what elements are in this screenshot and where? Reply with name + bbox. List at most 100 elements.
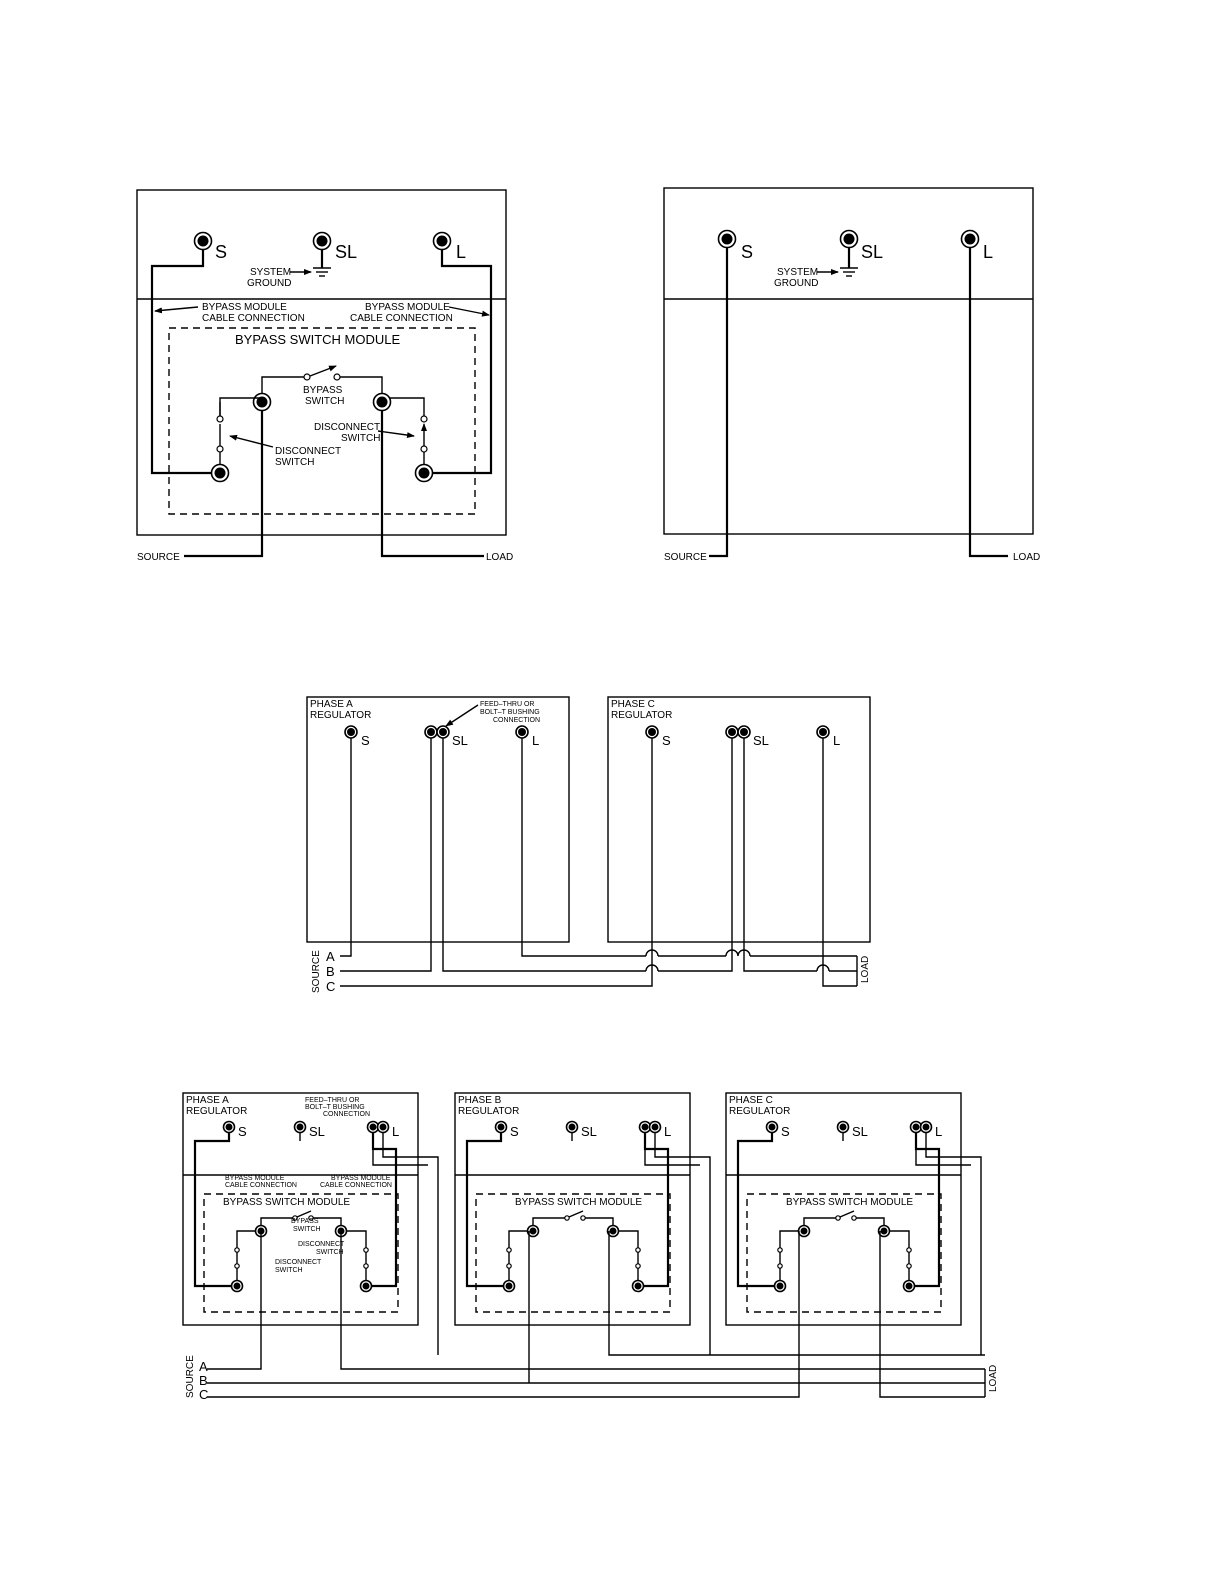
system-ground-label-1: SYSTEM — [250, 267, 291, 278]
diagram-single-phase-bypass: S SL L SYSTEM GROUND BYPASS MODULE CABLE… — [136, 189, 513, 563]
terminal-l-label: L — [456, 242, 466, 262]
phase-b-s-label: S — [510, 1124, 519, 1139]
phase-a-feed-thru-label-1: FEED–THRU OR — [305, 1097, 359, 1104]
phase-b-bypass-source-terminal — [526, 1224, 540, 1238]
phase-b-load-lead — [608, 1231, 985, 1356]
phase-a-label-2: REGULATOR — [186, 1106, 247, 1117]
ground-icon — [313, 267, 331, 277]
phase-c-module-title: BYPASS SWITCH MODULE — [786, 1197, 913, 1208]
disconnect-left-label-1: DISCONNECT — [275, 446, 341, 457]
phase-c-sl-label: SL — [753, 733, 769, 748]
phase-b-regulator-enclosure — [454, 1092, 691, 1326]
terminal-l — [432, 231, 452, 251]
load-label: LOAD — [988, 1365, 999, 1392]
phase-b-bypass-switch-module-outline — [475, 1193, 671, 1313]
phase-c-module-left-terminal — [773, 1279, 787, 1293]
phase-c-s-label: S — [781, 1124, 790, 1139]
terminal-s-label: S — [741, 242, 753, 262]
phase-a-label-1: PHASE A — [310, 699, 353, 710]
phase-a-terminal-l-1 — [366, 1120, 380, 1134]
phase-a-line-label: A — [199, 1359, 208, 1374]
phase-a-l-label: L — [392, 1124, 399, 1139]
terminal-s-label: S — [215, 242, 227, 262]
system-ground-label-1: SYSTEM — [777, 267, 818, 278]
phase-a-label-1: PHASE A — [186, 1095, 229, 1106]
phase-a-terminal-l — [515, 725, 529, 739]
terminal-sl — [839, 229, 859, 249]
phase-c-label-2: REGULATOR — [611, 710, 672, 721]
phase-a-disconnect-left-label-2: SWITCH — [275, 1267, 303, 1274]
phase-a-disconnect-left-label-1: DISCONNECT — [275, 1259, 322, 1266]
phase-b-terminal-s — [494, 1120, 508, 1134]
phase-b-terminal-sl — [565, 1120, 579, 1134]
bypass-switch-module-title: BYPASS SWITCH MODULE — [235, 332, 401, 347]
phase-c-label-2: REGULATOR — [729, 1106, 790, 1117]
terminal-s — [717, 229, 737, 249]
phase-a-bypass-switch-label-1: BYPASS — [291, 1218, 319, 1225]
phase-c-bypass-switch-module-outline — [746, 1193, 942, 1313]
phase-c-sl-label: SL — [852, 1124, 868, 1139]
phase-a-disconnect-right-label-2: SWITCH — [316, 1249, 344, 1256]
phase-b-module-left-terminal — [502, 1279, 516, 1293]
phase-c-terminal-s — [645, 725, 659, 739]
load-bus-c — [879, 1231, 985, 1398]
bypass-load-terminal — [372, 392, 392, 412]
phase-a-sl-label: SL — [452, 733, 468, 748]
phase-c-regulator-enclosure — [607, 696, 871, 943]
phase-a-s-label: S — [238, 1124, 247, 1139]
regulator-enclosure — [136, 189, 507, 536]
bypass-cable-left-label-1: BYPASS MODULE — [202, 302, 287, 313]
phase-b-line-label: B — [326, 964, 335, 979]
phase-c-label-1: PHASE C — [611, 699, 655, 710]
phase-a-line-label: A — [326, 949, 335, 964]
phase-a-bypass-switch-module-outline — [203, 1193, 399, 1313]
phase-b-terminal-l-2 — [648, 1120, 662, 1134]
module-right-terminal — [414, 463, 434, 483]
phase-c-terminal-l-2 — [919, 1120, 933, 1134]
phase-a-terminal-sl — [293, 1120, 307, 1134]
phase-a-module-left-terminal — [230, 1279, 244, 1293]
load-label: LOAD — [1013, 552, 1040, 563]
phase-a-bypass-cable-right-label-1: BYPASS MODULE — [331, 1175, 391, 1182]
phase-c-label-1: PHASE C — [729, 1095, 773, 1106]
bypass-source-terminal — [252, 392, 272, 412]
bypass-switch-module-outline — [168, 327, 476, 515]
load-label: LOAD — [860, 956, 871, 983]
phase-b-l-label: L — [664, 1124, 671, 1139]
source-bus-a — [207, 1231, 262, 1370]
phase-a-bypass-cable-left-label-1: BYPASS MODULE — [225, 1175, 285, 1182]
feed-thru-label-2: BOLT–T BUSHING — [480, 709, 540, 716]
phase-a-module-right-terminal — [359, 1279, 373, 1293]
phase-a-terminal-s — [344, 725, 358, 739]
bypass-cable-left-label-2: CABLE CONNECTION — [202, 313, 305, 324]
ground-icon — [840, 267, 858, 277]
phase-a-regulator-enclosure — [306, 696, 570, 943]
load-label: LOAD — [486, 552, 513, 563]
terminal-s — [193, 231, 213, 251]
phase-a-disconnect-right-label-1: DISCONNECT — [298, 1241, 345, 1248]
regulator-enclosure — [663, 187, 1034, 535]
phase-a-sl-label: SL — [309, 1124, 325, 1139]
source-label: SOURCE — [137, 552, 180, 563]
phase-c-regulator-enclosure — [725, 1092, 962, 1326]
phase-a-bypass-switch-label-2: SWITCH — [293, 1226, 321, 1233]
disconnect-left-label-2: SWITCH — [275, 457, 314, 468]
bypass-switch-label-1: BYPASS — [303, 385, 343, 396]
phase-a-terminal-sl-1 — [424, 725, 438, 739]
diagram-single-phase-direct: S SL L SYSTEM GROUND SOURCE LOAD — [663, 187, 1040, 563]
phase-c-l-label: L — [935, 1124, 942, 1139]
bypass-cable-right-label-2: CABLE CONNECTION — [350, 313, 453, 324]
phase-b-label-1: PHASE B — [458, 1095, 502, 1106]
system-ground-label-2: GROUND — [247, 278, 291, 289]
phase-b-line-label: B — [199, 1373, 208, 1388]
feed-thru-label-1: FEED–THRU OR — [480, 701, 534, 708]
phase-c-terminal-sl-1 — [725, 725, 739, 739]
phase-c-terminal-l — [816, 725, 830, 739]
system-ground-label-2: GROUND — [774, 278, 818, 289]
phase-b-sl-label: SL — [581, 1124, 597, 1139]
phase-b-module-title: BYPASS SWITCH MODULE — [515, 1197, 642, 1208]
phase-a-terminal-s — [222, 1120, 236, 1134]
phase-a-terminal-sl-2 — [436, 725, 450, 739]
phase-b-bypass-load-terminal — [606, 1224, 620, 1238]
